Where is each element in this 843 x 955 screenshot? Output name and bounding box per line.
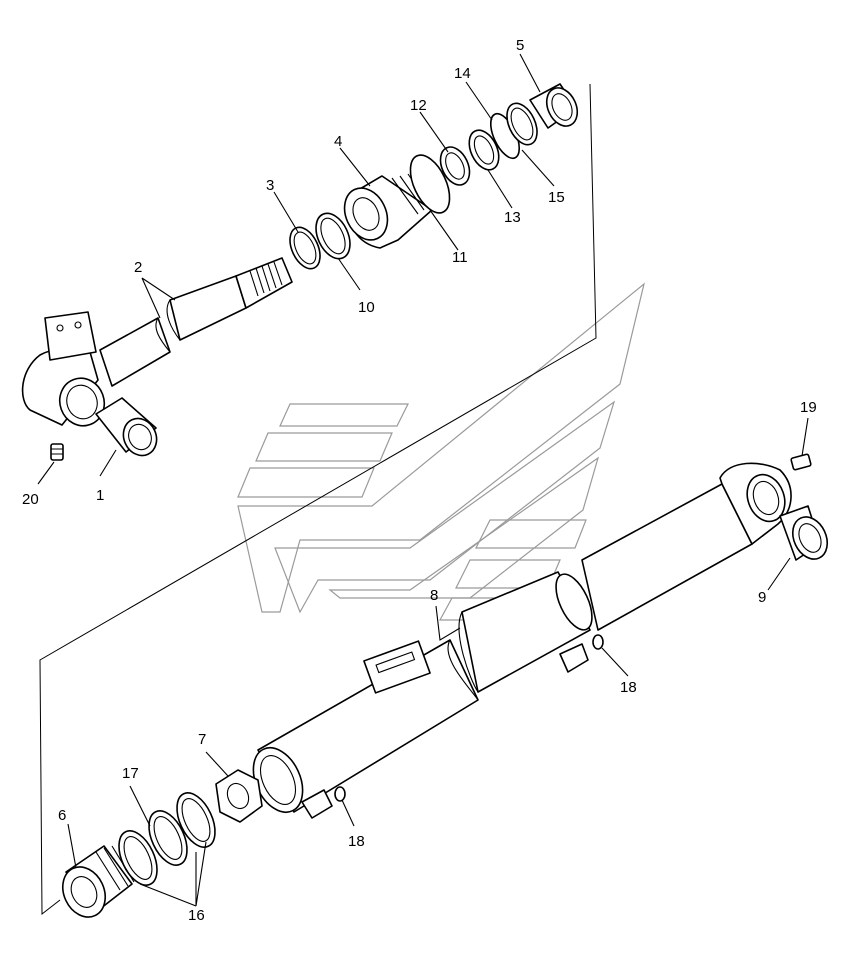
piston-rod xyxy=(21,257,293,427)
leader-lines xyxy=(37,53,809,907)
callout-11: 11 xyxy=(452,249,468,266)
assembly-frame xyxy=(39,83,597,916)
callout-3: 3 xyxy=(266,177,274,194)
callout-19: 19 xyxy=(800,399,817,416)
bushing-top xyxy=(95,397,158,457)
callout-1: 1 xyxy=(96,487,104,504)
grease-nipple-top xyxy=(50,443,64,461)
callout-5: 5 xyxy=(516,37,524,54)
seal-rings-head xyxy=(439,102,538,186)
callout-9: 9 xyxy=(758,589,766,606)
piston xyxy=(62,845,135,918)
callout-18: 18 xyxy=(620,679,637,696)
callout-12: 12 xyxy=(410,97,427,114)
callout-7: 7 xyxy=(198,731,206,748)
watermark-logo xyxy=(237,282,645,621)
callout-14: 14 xyxy=(454,65,471,82)
o-ring xyxy=(409,154,451,214)
callout-labels: 1 2 3 4 5 6 7 8 9 10 11 12 13 14 15 16 1… xyxy=(22,37,817,924)
bushing-head xyxy=(529,83,579,129)
cylinder-tube xyxy=(252,462,792,819)
callout-13: 13 xyxy=(504,209,521,226)
cylinder-head xyxy=(343,173,433,249)
callout-16: 16 xyxy=(188,907,205,924)
callout-17: 17 xyxy=(122,765,139,782)
callout-18: 18 xyxy=(348,833,365,850)
callout-10: 10 xyxy=(358,299,375,316)
bushing-bottom xyxy=(779,505,829,561)
callout-8: 8 xyxy=(430,587,438,604)
callout-2: 2 xyxy=(134,259,142,276)
seal-rings-rod xyxy=(289,212,351,270)
callout-4: 4 xyxy=(334,133,342,150)
grease-nipple-bottom xyxy=(790,453,812,471)
piston-nut xyxy=(215,769,263,823)
callout-6: 6 xyxy=(58,807,66,824)
callout-20: 20 xyxy=(22,491,39,508)
piston-seals xyxy=(118,792,216,886)
callout-15: 15 xyxy=(548,189,565,206)
snap-rings xyxy=(334,634,604,802)
